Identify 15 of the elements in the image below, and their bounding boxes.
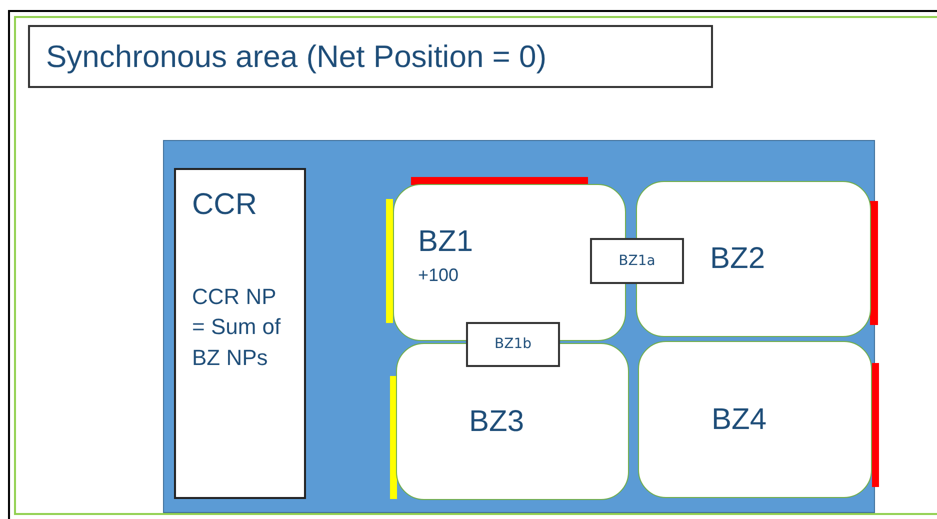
zone-box — [638, 341, 872, 498]
zone-label: BZ3 — [468, 404, 524, 440]
tag-label: BZ1a — [618, 252, 656, 270]
tag-box — [466, 322, 560, 367]
zone-label: BZ1 — [418, 224, 474, 260]
tag-label: BZ1b — [494, 335, 532, 354]
zone-label: BZ2 — [710, 241, 766, 278]
title-text: Synchronous area (Net Position = 0) — [46, 41, 547, 72]
region-heading: CCR — [192, 187, 258, 223]
tag-box — [590, 238, 684, 284]
zone-value: +100 — [418, 264, 459, 286]
region-note: CCR NP = Sum of BZ NPs — [192, 282, 282, 372]
title-box — [28, 25, 713, 88]
region-box — [174, 168, 306, 499]
zone-label: BZ4 — [711, 402, 767, 438]
